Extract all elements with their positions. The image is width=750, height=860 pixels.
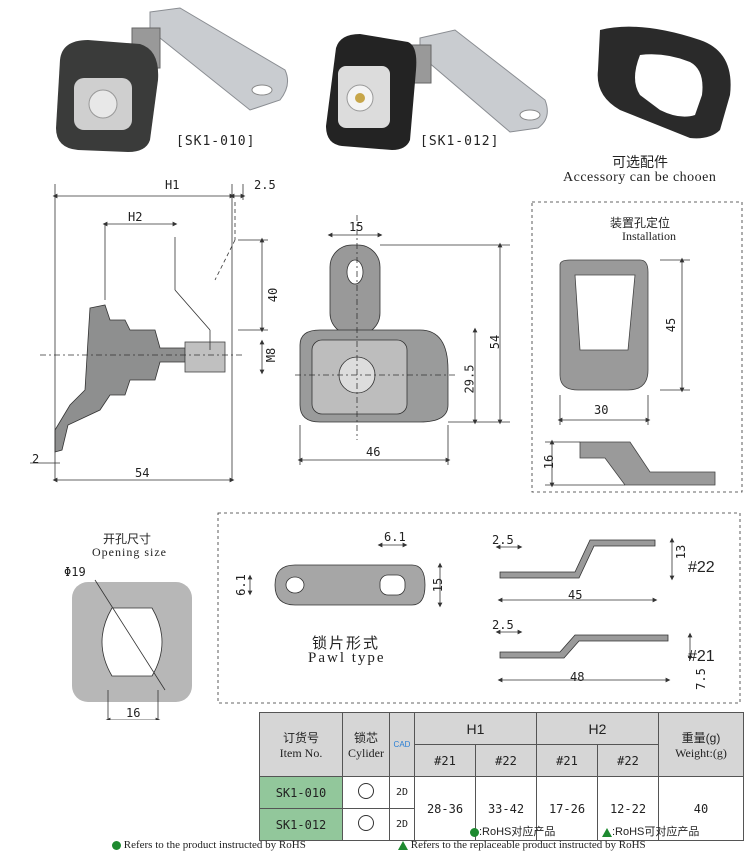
opening-title-en: Opening size	[92, 545, 167, 559]
dim-h1: H1	[165, 178, 180, 192]
dim-16-opening: 16	[126, 706, 141, 720]
sub-h2-22: #22	[597, 744, 659, 777]
side-view-drawing	[30, 184, 268, 483]
dim-2-5-p21: 2.5	[492, 618, 514, 632]
header-h1: H1	[414, 712, 537, 745]
accessory-title-en: Accessory can be chooen	[563, 170, 717, 185]
cylinder-icon-010	[342, 776, 390, 809]
dim-29-5: 29.5	[462, 364, 477, 394]
dim-2-5-p22: 2.5	[492, 533, 514, 547]
pawl-21-tag: #21	[688, 648, 715, 665]
replaceable-triangle-icon-en	[398, 840, 408, 850]
opening-title-cn: 开孔尺寸	[103, 532, 152, 546]
model-sk1-010: SK1-010	[259, 776, 343, 809]
dim-54-front: 54	[488, 334, 503, 350]
legend-replaceable-en: Refers to the replaceable product instru…	[398, 839, 646, 851]
opening-size-drawing	[72, 579, 192, 720]
dim-7-5: 7.5	[693, 668, 708, 690]
cylinder-icon-012	[342, 808, 390, 841]
installation-drawing	[545, 257, 716, 488]
weight-value: 40	[658, 776, 744, 841]
sub-h2-21: #21	[536, 744, 598, 777]
dim-13: 13	[674, 544, 689, 560]
pawl-plate-drawing	[247, 542, 443, 608]
dim-46: 46	[366, 445, 381, 459]
sub-h1-22: #22	[475, 744, 537, 777]
dim-30: 30	[594, 403, 609, 417]
product-label-sk1-012: [SK1-012]	[420, 134, 500, 149]
dim-45-p22: 45	[568, 588, 583, 602]
dim-54-side: 54	[135, 466, 150, 480]
dim-6-1-left: 6.1	[233, 574, 248, 596]
dim-16-install: 16	[542, 454, 557, 470]
dim-m8: M8	[264, 347, 279, 363]
product-photos	[56, 7, 731, 152]
cad-2d-012[interactable]: 2D	[389, 808, 415, 841]
h2-21-value: 17-26	[536, 776, 598, 841]
front-view-drawing	[295, 215, 510, 465]
dim-15-front: 15	[349, 220, 364, 234]
replaceable-triangle-icon	[602, 827, 612, 837]
model-sk1-012: SK1-012	[259, 808, 343, 841]
installation-title-en: Installation	[622, 229, 676, 243]
pawl-22-tag: #22	[688, 559, 715, 576]
legend-rohs-cn: :RoHS对应产品	[470, 823, 555, 839]
dim-48: 48	[570, 670, 585, 684]
h1-21-value: 28-36	[414, 776, 476, 841]
header-cad: CAD	[389, 712, 415, 777]
accessory-title-cn: 可选配件	[612, 154, 668, 170]
pawl-title-cn: 锁片形式	[312, 635, 381, 652]
technical-drawings	[30, 184, 743, 720]
pawl-frame	[217, 512, 741, 704]
pawl-21-drawing	[495, 629, 693, 683]
pawl-title-en: Pawl type	[308, 650, 386, 666]
rohs-dot-icon	[470, 827, 479, 837]
sk1-010-photo	[56, 7, 289, 152]
dim-phi-19: Φ19	[64, 565, 86, 579]
dim-h2: H2	[128, 210, 143, 224]
accessory-photo	[597, 26, 731, 139]
header-h2: H2	[536, 712, 659, 745]
header-weight: 重量(g)Weight:(g)	[658, 712, 744, 777]
dim-2: 2	[32, 452, 40, 466]
dim-40: 40	[266, 287, 281, 303]
dim-2-5: 2.5	[254, 178, 276, 192]
legend-replaceable-cn: :RoHS可对应产品	[602, 823, 699, 839]
legend-rohs-en: Refers to the product instructed by RoHS	[112, 839, 306, 851]
sub-h1-21: #21	[414, 744, 476, 777]
dim-45-install: 45	[664, 317, 679, 333]
dim-15-pawl: 15	[431, 577, 446, 593]
dim-6-1-top: 6.1	[384, 530, 406, 544]
sk1-012-photo	[326, 29, 548, 150]
installation-frame	[531, 201, 743, 493]
rohs-dot-icon-en	[112, 840, 121, 850]
product-label-sk1-010: [SK1-010]	[176, 134, 256, 149]
pawl-22-drawing	[495, 537, 675, 603]
cad-2d-010[interactable]: 2D	[389, 776, 415, 809]
installation-title-cn: 装置孔定位	[610, 216, 671, 230]
